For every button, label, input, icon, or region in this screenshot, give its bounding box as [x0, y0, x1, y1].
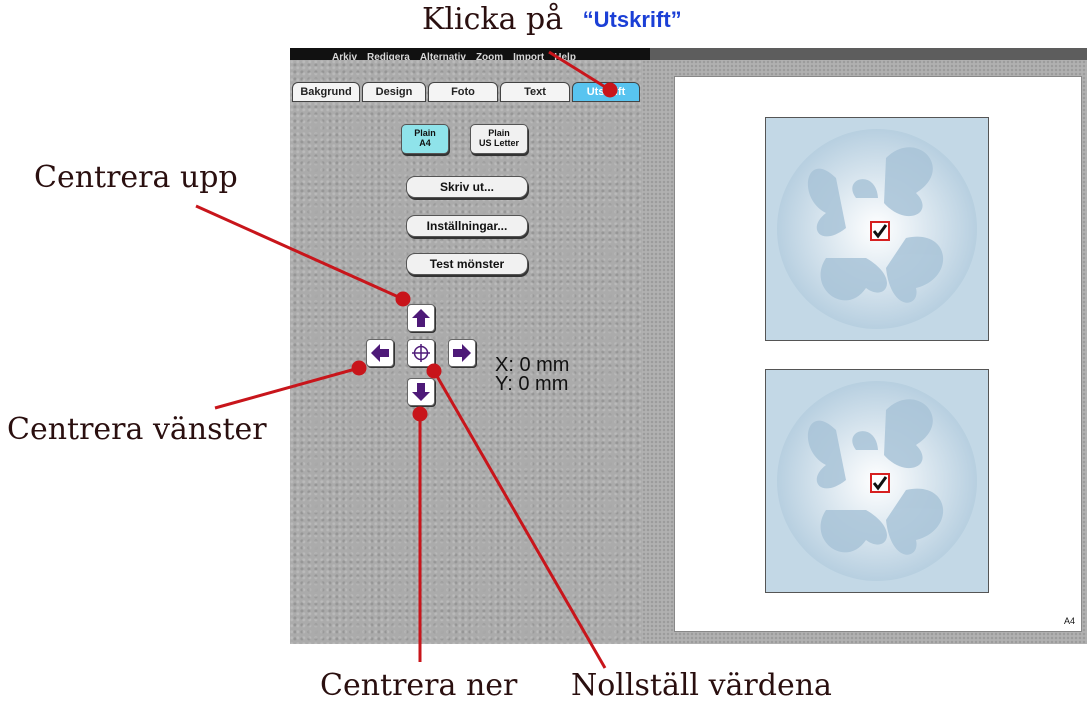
- x-offset-value: X: 0 mm: [495, 354, 570, 376]
- label-top-marker: [870, 221, 890, 241]
- tab-foto[interactable]: Foto: [428, 82, 498, 102]
- center-left-button[interactable]: [366, 339, 394, 367]
- arrow-down-icon: [412, 383, 430, 401]
- center-down-button[interactable]: [407, 378, 435, 406]
- plain-us-line2: US Letter: [478, 138, 519, 148]
- menu-item-import[interactable]: Import: [513, 52, 545, 60]
- center-right-button[interactable]: [448, 339, 476, 367]
- crosshair-icon: [412, 344, 430, 362]
- callout-reset-values: Nollställ värdena: [571, 668, 832, 703]
- plain-a4-button[interactable]: Plain A4: [401, 124, 449, 154]
- control-panel: Bakgrund Design Foto Text Utskrift Plain…: [290, 60, 642, 644]
- menu-item-alternativ[interactable]: Alternativ: [419, 52, 466, 60]
- app-window: Arkiv Redigera Alternativ Zoom Import Help Ba…: [290, 48, 1087, 644]
- settings-button[interactable]: Inställningar...: [406, 215, 528, 237]
- label-preview-bottom: [765, 369, 989, 593]
- plain-a4-line1: Plain: [414, 128, 436, 138]
- menu-item-redigera[interactable]: Redigera: [367, 52, 410, 60]
- callout-center-down: Centrera ner: [320, 668, 518, 703]
- callout-top-prefix: Klicka på: [422, 2, 564, 37]
- plain-a4-line2: A4: [419, 138, 431, 148]
- label-preview-top: [765, 117, 989, 341]
- tab-bar: Bakgrund Design Foto Text Utskrift: [292, 82, 640, 102]
- tab-bakgrund[interactable]: Bakgrund: [292, 82, 360, 102]
- callout-center-left: Centrera vänster: [7, 412, 267, 447]
- menu-item-zoom[interactable]: Zoom: [475, 52, 504, 60]
- arrow-up-icon: [412, 309, 430, 327]
- callout-top-highlight: “Utskrift”: [582, 7, 682, 32]
- callout-click-utskrift: Klicka på “Utskrift”: [422, 2, 682, 37]
- arrow-left-icon: [371, 344, 389, 362]
- menu-bar: Arkiv Redigera Alternativ Zoom Import Help: [290, 48, 650, 60]
- label-bottom-marker: [870, 473, 890, 493]
- arrow-right-icon: [453, 344, 471, 362]
- plain-us-letter-button[interactable]: Plain US Letter: [470, 124, 528, 154]
- print-preview-page: A4: [674, 76, 1082, 632]
- menu-item-arkiv[interactable]: Arkiv: [332, 52, 358, 60]
- tab-design[interactable]: Design: [362, 82, 426, 102]
- print-button[interactable]: Skriv ut...: [406, 176, 528, 198]
- center-up-button[interactable]: [407, 304, 435, 332]
- callout-center-up: Centrera upp: [34, 160, 238, 195]
- checkmark-icon: [872, 476, 888, 491]
- plain-us-line1: Plain: [488, 128, 510, 138]
- reset-center-button[interactable]: [407, 339, 435, 367]
- y-offset-value: Y: 0 mm: [495, 373, 569, 395]
- test-pattern-button[interactable]: Test mönster: [406, 253, 528, 275]
- tab-utskrift[interactable]: Utskrift: [572, 82, 640, 102]
- tab-text[interactable]: Text: [500, 82, 570, 102]
- offset-readout: X: 0 mm Y: 0 mm: [495, 354, 570, 395]
- checkmark-icon: [872, 224, 888, 239]
- page-size-label: A4: [1063, 616, 1075, 626]
- menu-item-help[interactable]: Help: [554, 52, 576, 60]
